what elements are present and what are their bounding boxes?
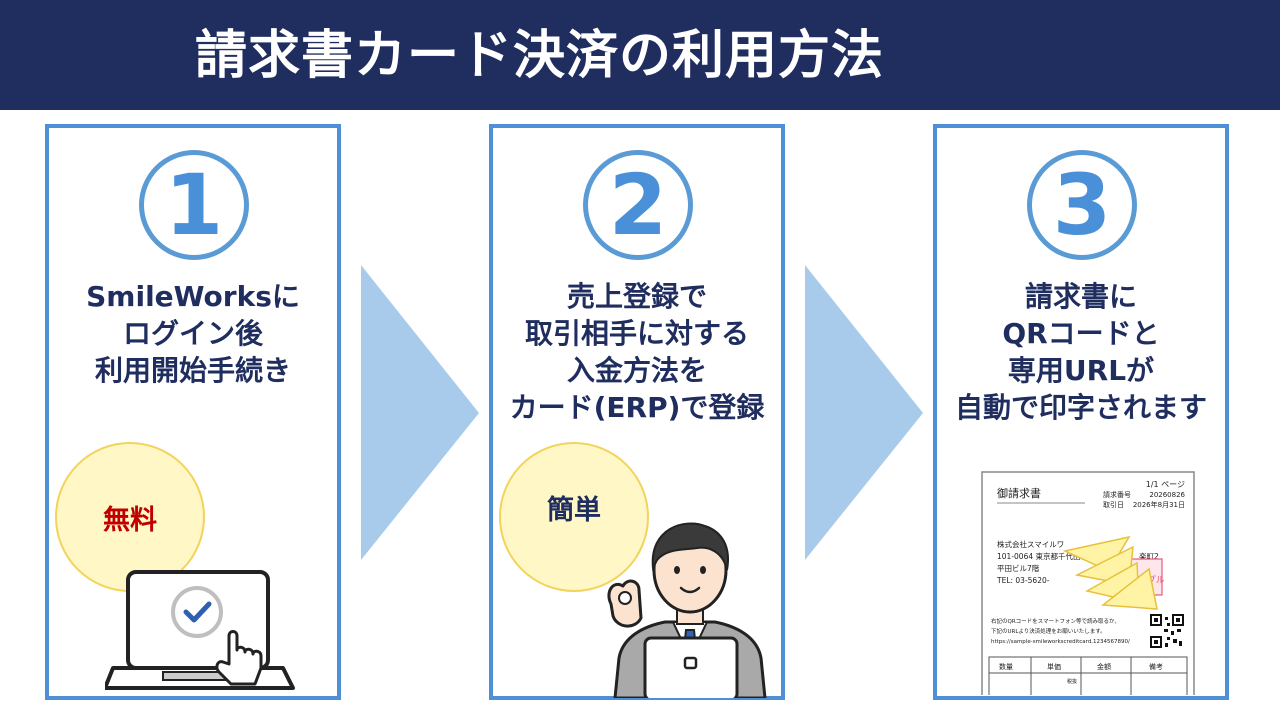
step-line: 利用開始手続き	[94, 354, 291, 387]
step-number-circle: 2	[583, 150, 693, 260]
step-line: QRコードと	[1002, 317, 1160, 350]
invoice-date-label: 取引日	[1103, 500, 1124, 509]
table-header: 数量	[999, 662, 1013, 671]
invoice-tel: TEL: 03-5620-	[996, 576, 1050, 585]
invoice-note1: 右記のQRコードをスマートフォン等で読み取るか、	[991, 617, 1120, 625]
step-number-circle: 1	[139, 150, 249, 260]
businessman-illustration	[607, 522, 767, 698]
step-number-circle: 3	[1027, 150, 1137, 260]
table-header: 金額	[1097, 662, 1111, 671]
step-line: 自動で印字されます	[954, 391, 1207, 424]
invoice-address2: 平田ビル7階	[997, 563, 1040, 573]
invoice-note2: 下記のURLより決済処理をお願いいたします。	[991, 627, 1106, 635]
step-number: 3	[1052, 156, 1112, 254]
invoice-sample: 御請求書 1/1 ページ 請求番号 20260826 取引日 2026年8月31…	[981, 471, 1195, 695]
step-description: 売上登録で 取引相手に対する 入金方法を カード(ERP)で登録	[493, 278, 781, 426]
invoice-address-suffix: 楽町2	[1139, 551, 1159, 561]
step-description: SmileWorksに ログイン後 利用開始手続き	[49, 278, 337, 389]
invoice-company: 株式会社スマイルワ	[997, 539, 1064, 549]
step-line: 専用URLが	[1007, 354, 1155, 387]
invoice-address1: 101-0064 東京都千代田区	[997, 551, 1088, 561]
step-panel-2: 2 売上登録で 取引相手に対する 入金方法を カード(ERP)で登録 簡単	[489, 124, 785, 700]
invoice-no: 20260826	[1149, 491, 1185, 499]
step-panel-3: 3 請求書に QRコードと 専用URLが 自動で印字されます 御請求書 1/1 …	[933, 124, 1229, 700]
laptop-icon	[105, 570, 295, 690]
table-header: 単価	[1047, 662, 1061, 671]
invoice-page: 1/1 ページ	[1146, 480, 1185, 489]
step-line: 取引相手に対する	[524, 317, 749, 350]
free-badge: 無料	[55, 442, 205, 592]
table-header: 備考	[1149, 662, 1163, 671]
page-title: 請求書カード決済の利用方法	[195, 26, 885, 86]
step-line: カード(ERP)で登録	[509, 391, 765, 424]
check-icon	[171, 586, 223, 638]
invoice-date: 2026年8月31日	[1133, 500, 1185, 509]
header-bar: 請求書カード決済の利用方法	[0, 0, 1280, 110]
step-arrow-2	[805, 265, 923, 560]
badge-label: 無料	[103, 504, 157, 536]
invoice-no-label: 請求番号	[1103, 490, 1131, 499]
invoice-heading: 御請求書	[997, 486, 1041, 500]
step-line: 売上登録で	[566, 280, 707, 313]
step-number: 2	[608, 156, 668, 254]
qr-code-icon	[1150, 614, 1184, 648]
step-line: 請求書に	[1024, 280, 1137, 313]
step-panel-1: 1 SmileWorksに ログイン後 利用開始手続き 無料	[45, 124, 341, 700]
badge-label: 簡単	[547, 494, 601, 526]
step-description: 請求書に QRコードと 専用URLが 自動で印字されます	[937, 278, 1225, 426]
invoice-url: https://sample-smileworkscreditcard.1234…	[991, 639, 1130, 645]
step-line: 入金方法を	[566, 354, 707, 387]
easy-badge: 簡単	[499, 442, 649, 592]
step-number: 1	[164, 156, 224, 254]
step-arrow-1	[361, 265, 479, 560]
hand-pointer-icon	[215, 630, 263, 686]
highlight-rays	[1062, 535, 1158, 610]
step-line: ログイン後	[122, 317, 263, 350]
step-line: SmileWorksに	[86, 280, 300, 313]
tax-label: 税抜	[1067, 678, 1077, 685]
